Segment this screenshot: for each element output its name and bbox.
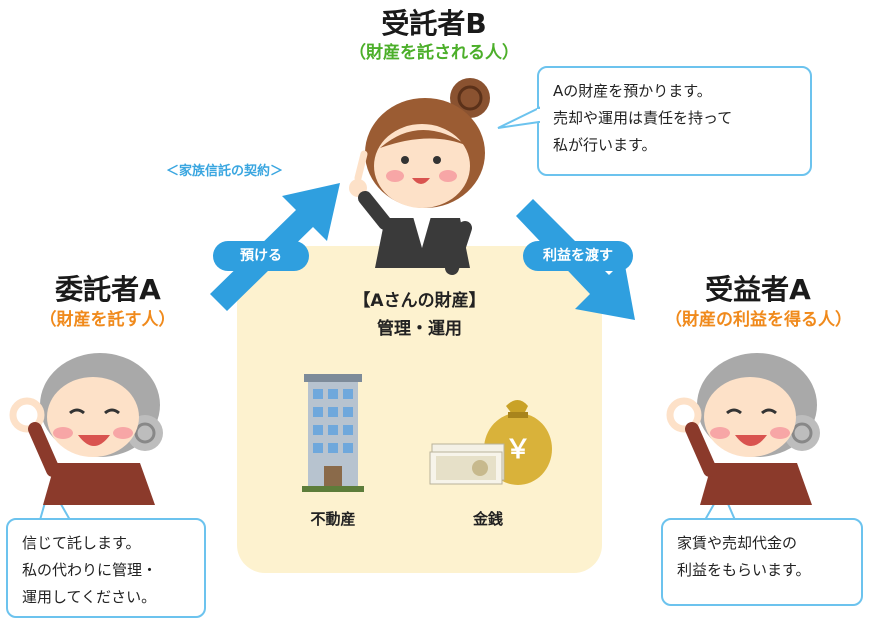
contract-label: ＜家族信託の契約＞	[166, 164, 284, 179]
real-estate-label: 不動産	[310, 510, 356, 528]
entrust-pill: 預ける	[213, 241, 309, 271]
trustee-title: 受託者B	[381, 7, 487, 40]
bubble-line: 家賃や売却代金の	[677, 534, 798, 552]
beneficiary-subtitle: （財産の利益を得る人）	[665, 310, 852, 330]
trustee-subtitle: （財産を託される人）	[349, 43, 519, 63]
bubble-line: 私が行います。	[553, 136, 657, 154]
money-label: 金銭	[472, 510, 503, 528]
asset-subheading: 管理・運用	[377, 319, 462, 339]
bubble-line: 私の代わりに管理・	[22, 561, 158, 579]
asset-box	[237, 246, 602, 573]
deliver-profit-pill: 利益を渡す	[523, 241, 633, 271]
beneficiary-title: 受益者A	[705, 273, 811, 306]
bubble-line: Aの財産を預かります。	[553, 82, 712, 100]
beneficiary-speech-bubble: 家賃や売却代金の 利益をもらいます。	[661, 518, 863, 606]
yen-symbol: ￥	[505, 435, 531, 465]
beneficiary-character	[666, 353, 820, 505]
bubble-line: 信じて託します。	[22, 534, 141, 552]
settlor-character	[9, 353, 163, 505]
bubble-line: 売却や運用は責任を持って	[553, 109, 733, 127]
settlor-title: 委託者A	[55, 273, 161, 306]
bubble-line: 運用してください。	[22, 588, 157, 606]
bubble-line: 利益をもらいます。	[677, 561, 811, 579]
asset-heading: 【Aさんの財産】	[353, 291, 486, 311]
building-icon	[302, 374, 364, 492]
settlor-speech-bubble: 信じて託します。 私の代わりに管理・ 運用してください。	[6, 518, 206, 618]
settlor-subtitle: （財産を託す人）	[39, 310, 176, 330]
money-bag-icon: ￥	[429, 400, 552, 485]
trustee-character	[349, 78, 490, 275]
